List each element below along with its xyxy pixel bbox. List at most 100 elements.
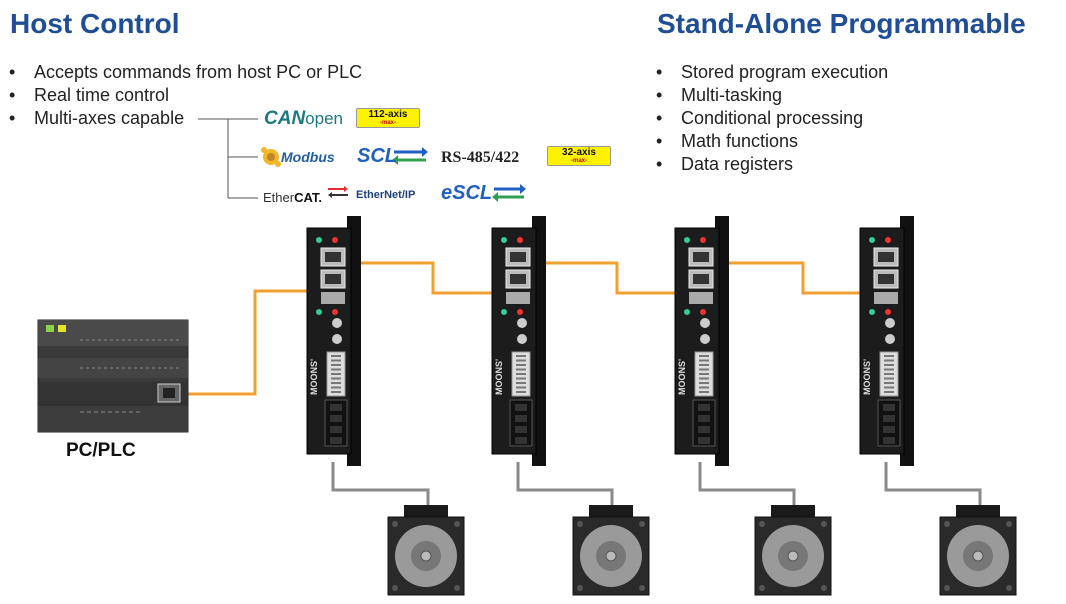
port-cover bbox=[321, 292, 345, 304]
ethercat-logo: EtherCAT. bbox=[263, 189, 322, 207]
io-pin bbox=[884, 377, 894, 380]
io-pin bbox=[516, 391, 526, 393]
io-pin bbox=[884, 386, 894, 389]
ethernet-port-out-jack bbox=[693, 252, 709, 262]
drives-group: MOONS'MOONS'MOONS'MOONS' bbox=[306, 216, 914, 466]
terminal-screw bbox=[883, 404, 895, 411]
canopen-light-text: open bbox=[305, 109, 343, 128]
power-connector bbox=[509, 399, 533, 447]
led-green bbox=[316, 237, 322, 243]
mount-hole bbox=[944, 521, 950, 527]
stepper-motor bbox=[387, 505, 465, 596]
rotary-switch-s1 bbox=[517, 334, 527, 344]
io-pin bbox=[516, 386, 526, 389]
port-cover bbox=[506, 292, 530, 304]
ethernet-port-in-jack bbox=[878, 274, 894, 284]
ethernet-port-out-jack bbox=[510, 252, 526, 262]
rotary-switch-s2 bbox=[885, 318, 895, 328]
led-red bbox=[332, 237, 338, 243]
terminal-screw bbox=[515, 437, 527, 444]
motor-back-body bbox=[771, 505, 815, 519]
rotary-switch-s2 bbox=[517, 318, 527, 328]
motor-shaft bbox=[972, 550, 984, 562]
led-red bbox=[332, 309, 338, 315]
modbus-label: Modbus bbox=[281, 149, 335, 165]
terminal-screw bbox=[698, 437, 710, 444]
io-pin bbox=[331, 386, 341, 389]
led-red bbox=[517, 237, 523, 243]
ethercat-arrow-icon bbox=[328, 186, 348, 198]
stepper-motor bbox=[572, 505, 650, 596]
led-green bbox=[684, 309, 690, 315]
rs485-label: RS-485/422 bbox=[441, 149, 520, 166]
mount-hole bbox=[577, 521, 583, 527]
terminal-screw bbox=[330, 437, 342, 444]
drive-brand-label: MOONS' bbox=[862, 359, 872, 395]
led-green bbox=[316, 309, 322, 315]
led-green bbox=[684, 237, 690, 243]
mount-hole bbox=[759, 585, 765, 591]
motor-back-body bbox=[404, 505, 448, 519]
mount-hole bbox=[454, 585, 460, 591]
ethercat-bold-text: CAT. bbox=[294, 190, 323, 205]
stepper-drive: MOONS' bbox=[674, 216, 729, 466]
scl-arrow-icon bbox=[392, 147, 428, 165]
stepper-motor bbox=[754, 505, 832, 596]
rotary-switch-s1 bbox=[700, 334, 710, 344]
io-pin bbox=[699, 355, 709, 357]
stand-alone-list: Stored program execution Multi-tasking C… bbox=[656, 61, 888, 176]
terminal-screw bbox=[515, 426, 527, 433]
terminal-screw bbox=[883, 437, 895, 444]
io-pin bbox=[331, 359, 341, 362]
io-pin bbox=[516, 364, 526, 366]
scl-label: SCL bbox=[357, 145, 397, 167]
io-pin bbox=[331, 368, 341, 371]
motor-back-body bbox=[589, 505, 633, 519]
terminal-screw bbox=[883, 415, 895, 422]
escl-arrow-icon bbox=[492, 184, 526, 202]
io-pin bbox=[331, 373, 341, 375]
mount-hole bbox=[1006, 585, 1012, 591]
canopen-logo: CANopen bbox=[264, 108, 343, 130]
power-connector bbox=[877, 399, 901, 447]
terminal-screw bbox=[330, 404, 342, 411]
led-green bbox=[501, 309, 507, 315]
io-pin bbox=[884, 382, 894, 384]
bullet-item: Real time control bbox=[9, 84, 362, 107]
modbus-logo-icon bbox=[261, 147, 281, 167]
terminal-screw bbox=[698, 404, 710, 411]
mount-hole bbox=[639, 585, 645, 591]
terminal-screw bbox=[515, 404, 527, 411]
ethercat-light-text: Ether bbox=[263, 190, 295, 205]
io-pin bbox=[516, 382, 526, 384]
motor-shaft bbox=[420, 550, 432, 562]
io-pin bbox=[884, 355, 894, 357]
motors-group bbox=[387, 505, 1017, 596]
canopen-bold-text: CAN bbox=[264, 108, 306, 129]
bullet-item: Conditional processing bbox=[656, 107, 888, 130]
rotary-switch-s2 bbox=[332, 318, 342, 328]
io-pin bbox=[699, 382, 709, 384]
host-control-list: Accepts commands from host PC or PLC Rea… bbox=[9, 61, 362, 130]
io-pin bbox=[516, 368, 526, 371]
ethernetip-label: EtherNet/IP bbox=[356, 189, 416, 201]
power-connector bbox=[692, 399, 716, 447]
badge-sub-text: -max- bbox=[379, 120, 396, 126]
io-pin bbox=[516, 359, 526, 362]
ethernet-port-in-jack bbox=[693, 274, 709, 284]
io-pin bbox=[331, 364, 341, 366]
terminal-screw bbox=[330, 426, 342, 433]
motor-cables bbox=[331, 462, 982, 505]
terminal-screw bbox=[330, 415, 342, 422]
stand-alone-title: Stand-Alone Programmable bbox=[657, 8, 1026, 39]
rotary-switch-s1 bbox=[885, 334, 895, 344]
motor-back-body bbox=[956, 505, 1000, 519]
io-pin bbox=[884, 364, 894, 366]
terminal-screw bbox=[883, 426, 895, 433]
bullet-item: Data registers bbox=[656, 153, 888, 176]
led-green bbox=[869, 237, 875, 243]
motor-shaft bbox=[787, 550, 799, 562]
io-pin bbox=[884, 373, 894, 375]
mount-hole bbox=[759, 521, 765, 527]
